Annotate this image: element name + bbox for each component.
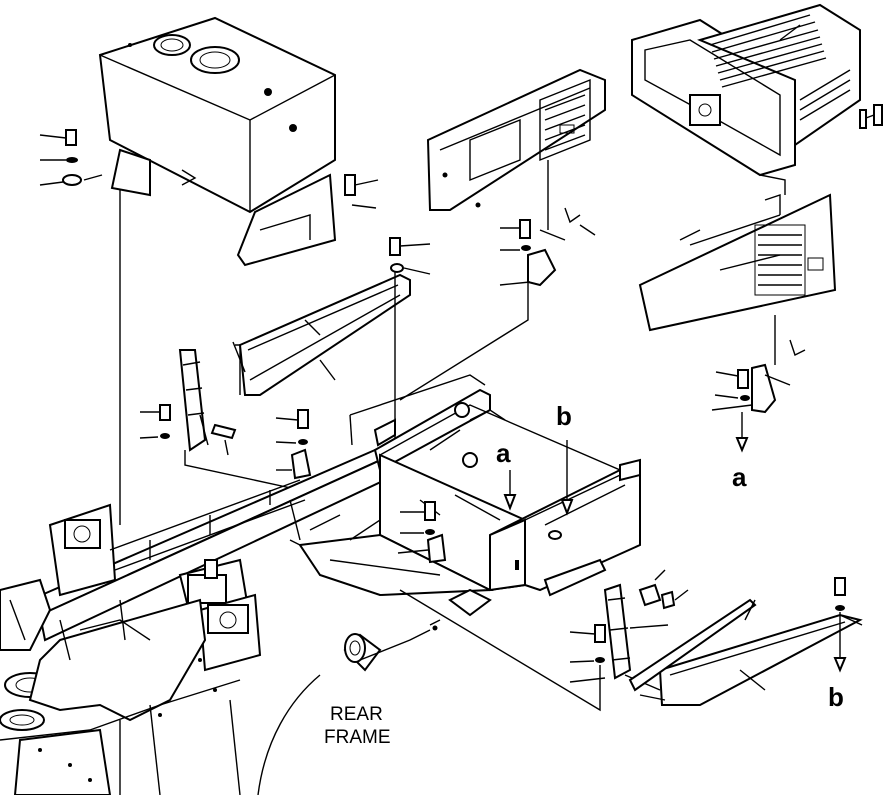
- long-cover-plate: [232, 273, 411, 396]
- rear-frame: [0, 374, 641, 795]
- side-door-panel: [638, 193, 837, 365]
- ref-label-b-callout: b: [828, 682, 844, 712]
- cover-panel-middle: [426, 68, 606, 230]
- ref-label-a-callout: a: [732, 462, 747, 492]
- bracket-left: [139, 349, 301, 491]
- hydraulic-tank: [98, 16, 337, 267]
- grille-frame-assembly: [631, 3, 883, 195]
- side-plate-bolt-set: [833, 577, 847, 673]
- bracket-bolt-set-middle: [275, 409, 312, 480]
- arrow-a-main: [503, 494, 517, 511]
- caption-frame: FRAME: [324, 727, 391, 748]
- arrow-b-main: [560, 499, 574, 516]
- caption-rear: REAR: [330, 704, 383, 725]
- latch-bracket-middle: [399, 207, 596, 401]
- ref-label-a-main: a: [496, 438, 511, 468]
- tank-bolt-set: [39, 129, 103, 186]
- ref-label-b-main: b: [556, 401, 572, 431]
- exhaust-pipe: [343, 625, 438, 672]
- side-cover-plate: [628, 598, 863, 706]
- rear-frame-leader: [257, 674, 321, 795]
- leader-line-bottom: [399, 589, 601, 712]
- latch-bracket-right: [711, 339, 806, 453]
- tank-bolt-set-right: [344, 174, 379, 209]
